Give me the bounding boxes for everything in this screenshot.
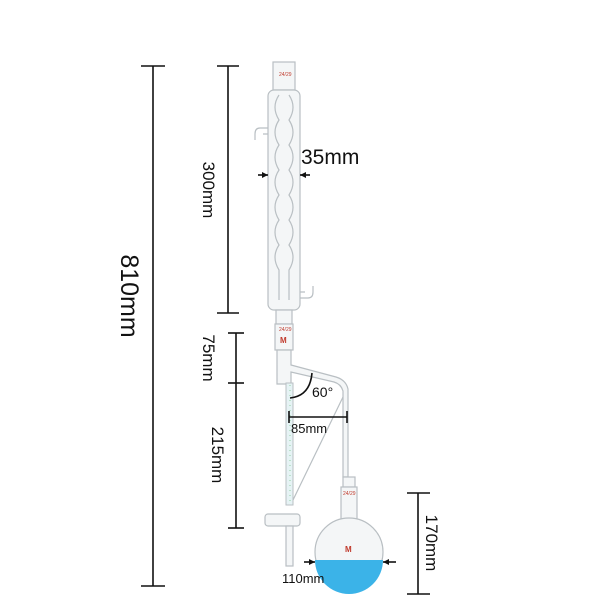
- total-height-dimension: 810mm: [115, 65, 165, 587]
- flask-diameter-dimension: 110mm: [282, 559, 396, 586]
- liquid: [315, 560, 383, 594]
- angle-label: 60°: [312, 384, 333, 400]
- flask-diameter-label: 110mm: [282, 571, 324, 586]
- condenser-diameter-label: 35mm: [301, 146, 359, 169]
- total-height-label: 810mm: [115, 254, 143, 337]
- arm-spacing-label: 85mm: [291, 421, 327, 436]
- logo-marking: M: [280, 336, 287, 345]
- arm-spacing-dimension: 85mm: [288, 411, 348, 436]
- trap-tube-label: 215mm: [208, 427, 227, 484]
- condenser: 24/29: [254, 61, 314, 325]
- round-bottom-flask: 24/29 M: [314, 486, 384, 594]
- angle-annotation: 60°: [289, 372, 333, 400]
- flask-height-dimension: 170mm: [407, 492, 441, 595]
- joint-marking: 24/29: [343, 491, 356, 497]
- trap-top-dimension: 75mm 215mm: [199, 332, 244, 529]
- condenser-diameter-dimension: 35mm: [258, 146, 359, 178]
- condenser-length-label: 300mm: [199, 162, 218, 219]
- trap-top-label: 75mm: [199, 334, 218, 381]
- condenser-length-dimension: 300mm: [199, 65, 239, 314]
- logo-marking: M: [345, 545, 352, 554]
- joint-marking: 24/29: [279, 327, 292, 333]
- joint-marking: 24/29: [279, 72, 292, 78]
- flask-height-label: 170mm: [422, 515, 441, 572]
